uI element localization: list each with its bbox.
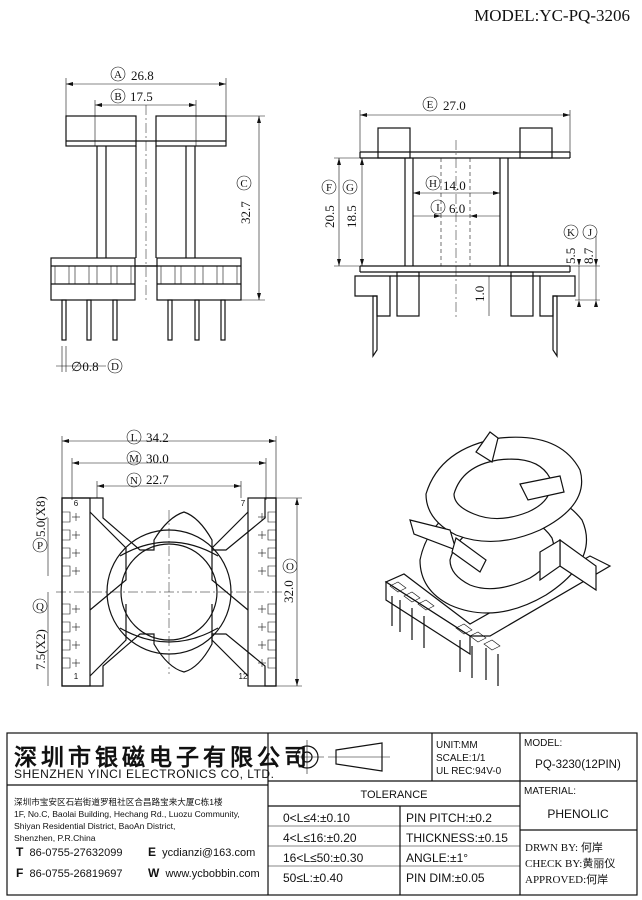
address-cn: 深圳市宝安区石岩街道罗租社区合昌路宝来大厦C栋1楼 <box>14 797 223 807</box>
web-value[interactable]: www.ycbobbin.com <box>165 868 260 880</box>
pin-markers <box>72 513 266 667</box>
dim-letter-f: F <box>326 182 332 194</box>
dim-letter-i: I <box>436 202 440 214</box>
pin-tolerance-1: PIN PITCH:±0.2 <box>406 811 492 825</box>
dim-letter-n: N <box>130 475 138 487</box>
dim-a-value: 26.8 <box>131 68 154 83</box>
model-value: PQ-3230(12PIN) <box>535 759 621 771</box>
check-by: CHECK BY:黄丽仪 <box>525 856 615 870</box>
tolerance-2: 4<L≤16:±0.20 <box>283 831 357 845</box>
bottom-view: 6 7 1 12 L 34.2 M 30.0 N 22.7 O 32.0 <box>32 429 302 687</box>
dim-i-value: 6.0 <box>449 201 465 216</box>
approved-by: APPROVED:何岸 <box>525 873 608 886</box>
dim-letter-q: Q <box>36 601 44 613</box>
fax-row: F 86-0755-26819697 <box>16 866 122 880</box>
dim-j-value: 8.7 <box>581 247 596 264</box>
dim-letter-o: O <box>286 561 294 573</box>
pin-number-12: 12 <box>239 672 248 681</box>
dim-l-value: 34.2 <box>146 430 169 445</box>
side-view: E 27.0 F 20.5 G 18.5 H 14.0 I 6.0 1.0 <box>321 96 600 358</box>
material-label: MATERIAL: <box>524 786 576 797</box>
tolerance-3: 16<L≤50:±0.30 <box>283 851 364 865</box>
dim-letter-j: J <box>588 227 593 239</box>
tel-label: T <box>16 845 24 859</box>
tel-row: T 86-0755-27632099 <box>16 845 122 859</box>
unit-label: UNIT:MM <box>436 740 478 751</box>
dim-o-value: 32.0 <box>281 580 296 603</box>
isometric-view <box>384 431 612 686</box>
address-en-3: Shenzhen, P.R.China <box>14 833 96 843</box>
tel-value: 86-0755-27632099 <box>29 847 123 859</box>
company-name-cn: 深圳市银磁电子有限公司 <box>14 745 311 771</box>
ul-rec-label: UL REC:94V-0 <box>436 766 502 777</box>
fax-value: 86-0755-26819697 <box>29 868 123 880</box>
dim-e-value: 27.0 <box>443 98 466 113</box>
dim-g-value: 18.5 <box>344 205 359 228</box>
address-en-1: 1F, No.C, Baolai Building, Hechang Rd., … <box>14 809 240 819</box>
dim-m-value: 30.0 <box>146 451 169 466</box>
pin-number-7: 7 <box>241 499 246 508</box>
dim-letter-c: C <box>240 178 247 190</box>
pin-tolerance-2: THICKNESS:±0.15 <box>406 831 508 845</box>
dim-f-value: 20.5 <box>322 205 337 228</box>
address-en-2: Shiyan Residential District, BaoAn Distr… <box>14 821 176 831</box>
pin-tolerance-3: ANGLE:±1° <box>406 851 468 865</box>
pin-number-1: 1 <box>74 672 79 681</box>
dim-p-value: 5.0(X8) <box>33 496 48 537</box>
dim-n-value: 22.7 <box>146 472 169 487</box>
company-name-en: SHENZHEN YINCI ELECTRONICS CO, LTD. <box>14 767 275 781</box>
model-title: MODEL:YC-PQ-3206 <box>474 6 630 25</box>
dim-k-value: 5.5 <box>563 248 578 264</box>
email-value[interactable]: ycdianzi@163.com <box>162 847 256 859</box>
title-block-frame <box>6 732 638 896</box>
dim-d-value: ∅0.8 <box>71 359 99 374</box>
dim-letter-m: M <box>129 453 139 465</box>
dim-letter-h: H <box>429 178 437 190</box>
tolerance-title: TOLERANCE <box>360 789 427 801</box>
email-label: E <box>148 845 157 859</box>
dim-q-value: 7.5(X2) <box>33 629 48 670</box>
web-label: W <box>148 866 160 880</box>
dim-b-value: 17.5 <box>130 89 153 104</box>
dim-letter-p: P <box>37 540 43 552</box>
material-value: PHENOLIC <box>547 807 609 821</box>
fax-label: F <box>16 866 24 880</box>
dim-letter-l: L <box>131 432 138 444</box>
scale-label: SCALE:1/1 <box>436 753 486 764</box>
tolerance-1: 0<L≤4:±0.10 <box>283 811 350 825</box>
dim-c-value: 32.7 <box>238 201 253 224</box>
dim-letter-d: D <box>111 361 119 373</box>
model-label: MODEL: <box>524 738 562 749</box>
front-view: A 26.8 B 17.5 C 32.7 ∅0.8 D <box>50 66 265 374</box>
pin-number-6: 6 <box>74 499 79 508</box>
dim-pin-value: 1.0 <box>472 286 487 302</box>
dim-letter-k: K <box>567 227 575 239</box>
dim-letter-g: G <box>346 182 354 194</box>
tolerance-4: 50≤L:±0.40 <box>283 871 343 885</box>
dim-h-value: 14.0 <box>443 178 466 193</box>
web-row: W www.ycbobbin.com <box>148 866 260 880</box>
company-address: 深圳市宝安区石岩街道罗租社区合昌路宝来大厦C栋1楼 1F, No.C, Baol… <box>14 796 279 844</box>
dim-letter-b: B <box>114 91 121 103</box>
email-row: E ycdianzi@163.com <box>148 845 255 859</box>
drawn-by: DRWN BY: 何岸 <box>525 841 603 854</box>
pin-tolerance-4: PIN DIM:±0.05 <box>406 871 485 885</box>
dim-letter-a: A <box>114 69 122 81</box>
dim-letter-e: E <box>427 99 434 111</box>
